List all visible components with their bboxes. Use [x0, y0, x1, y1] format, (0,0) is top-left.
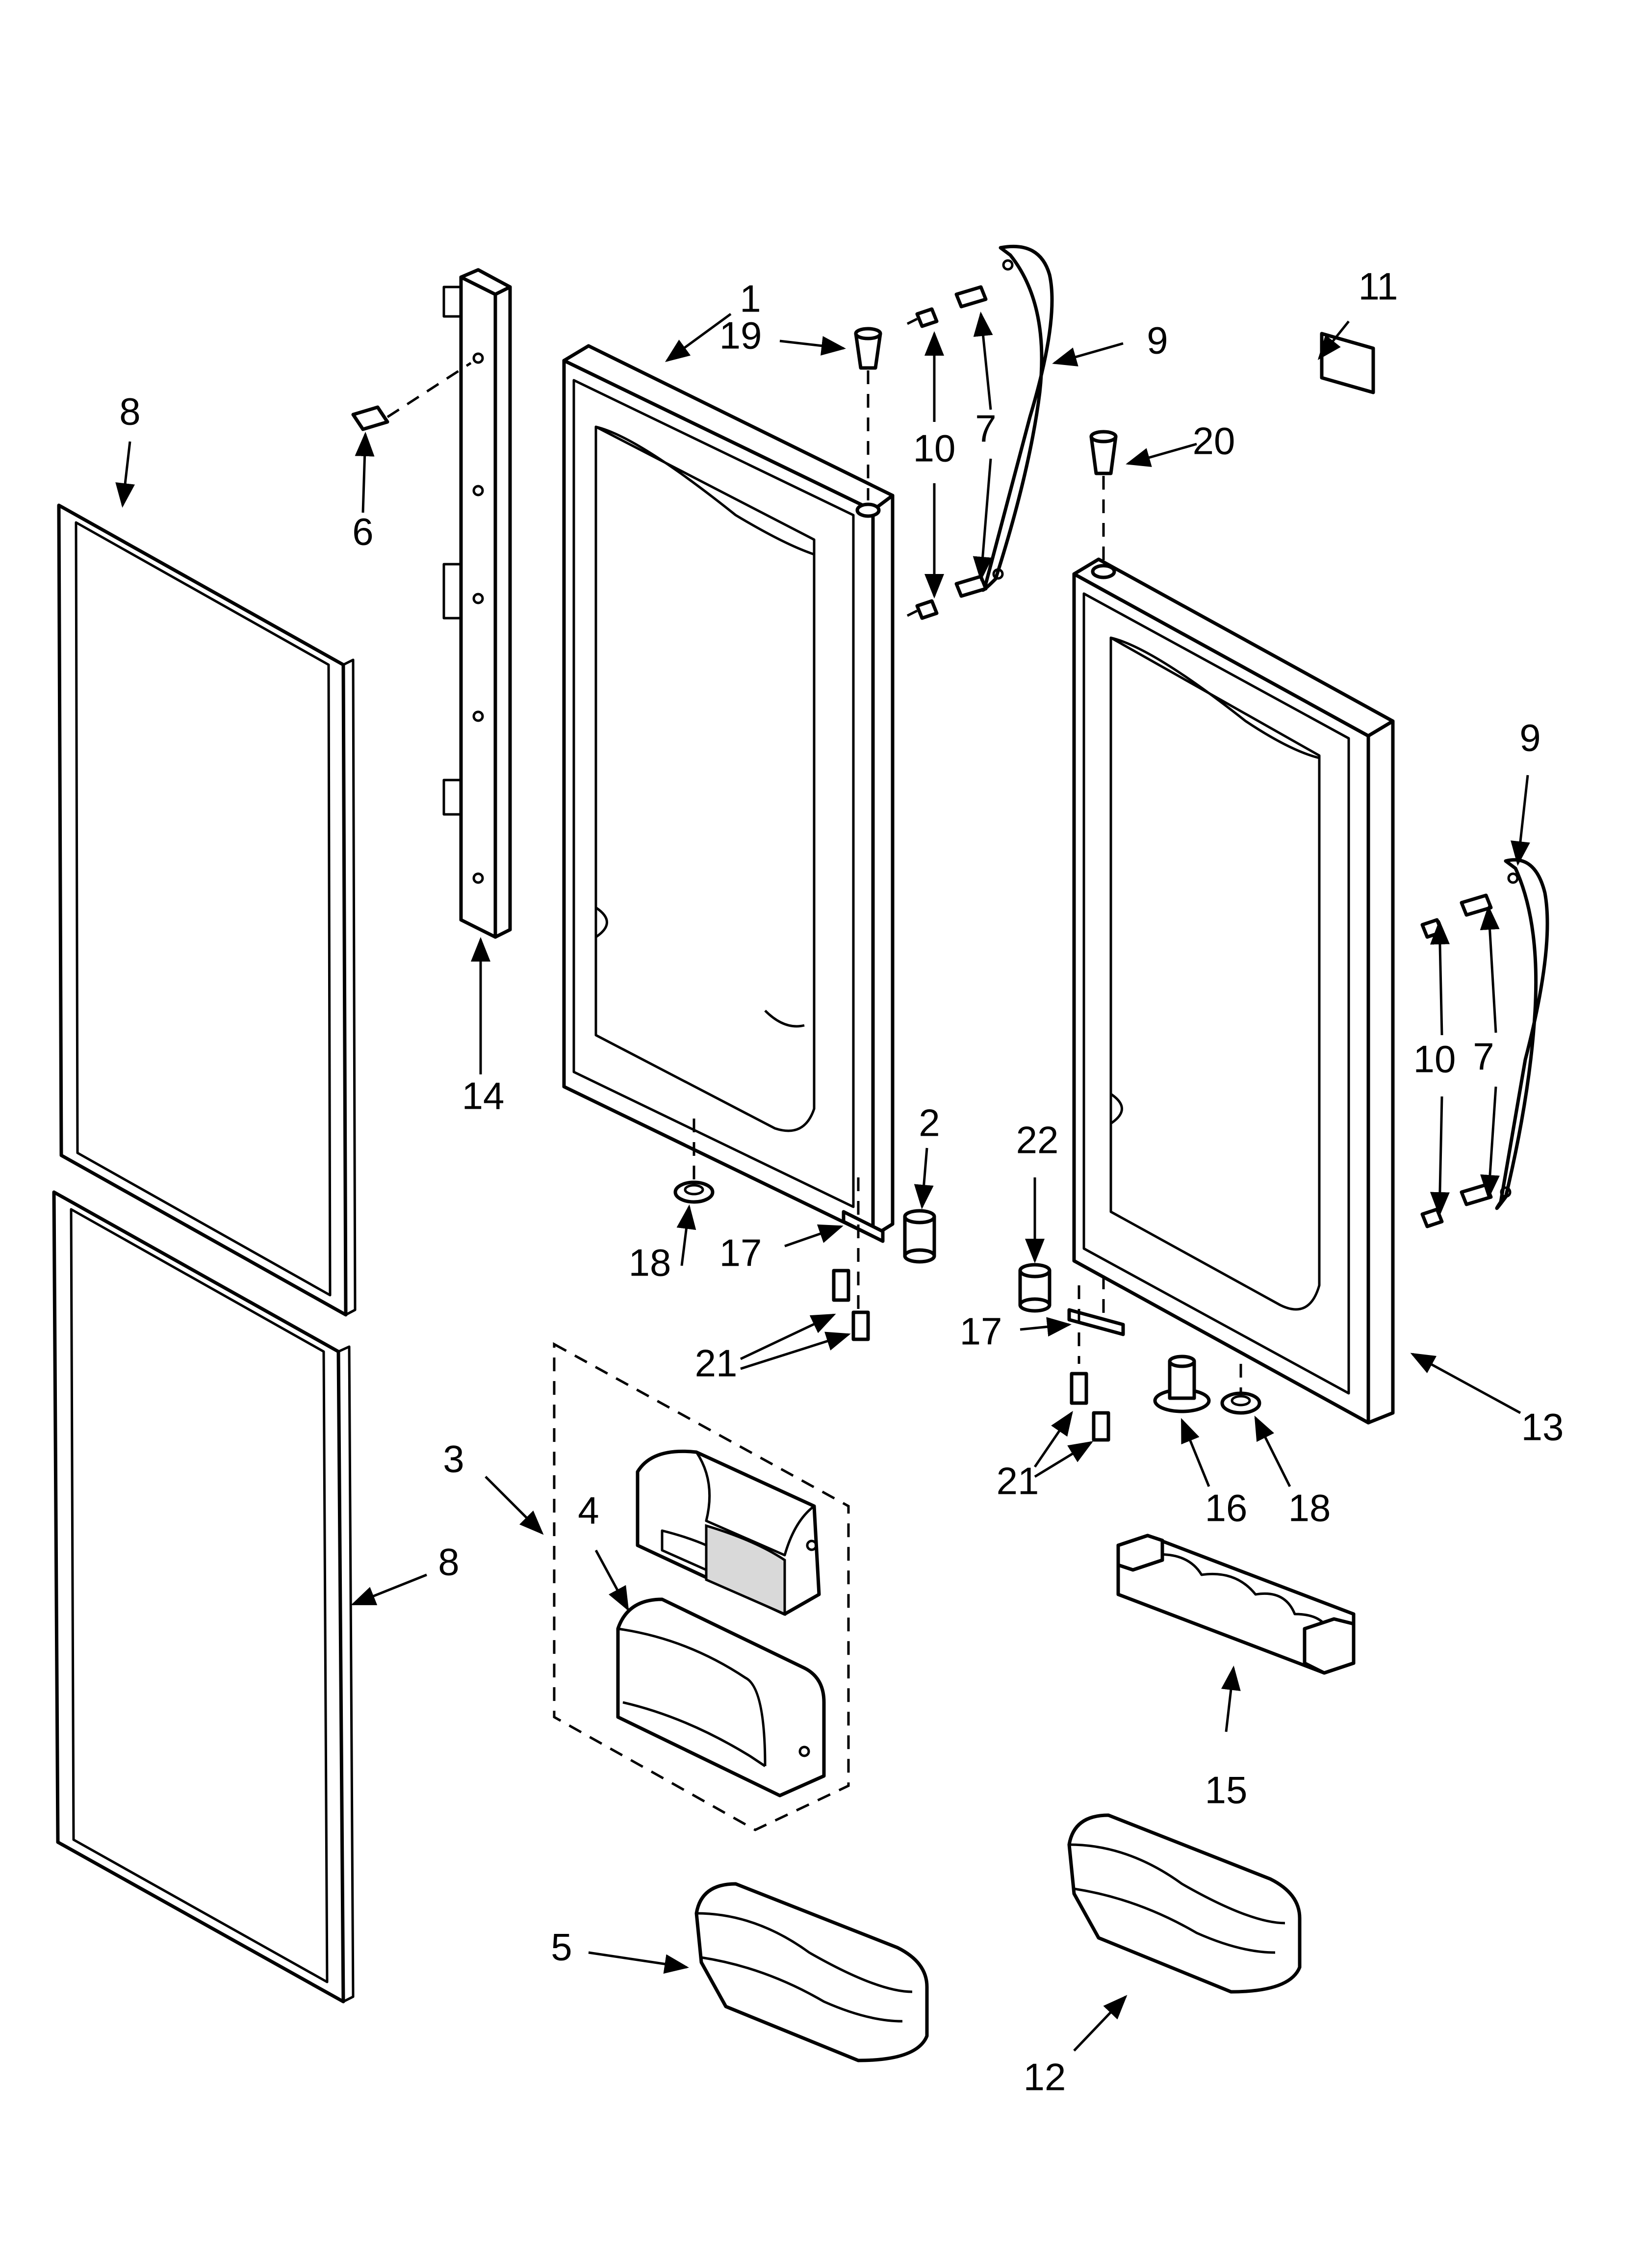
callout-17-right: 17 — [960, 1310, 1002, 1353]
hinge-cover-strip — [442, 268, 512, 939]
callout-10-lower: 10 — [1413, 1038, 1456, 1081]
hinge-bracket-17-left — [842, 1177, 885, 1325]
dairy-door-assembly-outline — [553, 1342, 850, 1831]
callout-9-lower: 9 — [1519, 716, 1540, 759]
hinge-bracket-17-right — [1067, 1276, 1125, 1364]
callout-19: 19 — [719, 314, 762, 357]
callout-3: 3 — [443, 1437, 464, 1481]
callout-10-upper: 10 — [913, 427, 956, 470]
callout-17-left: 17 — [719, 1231, 762, 1275]
label-11 — [1320, 332, 1375, 394]
callout-7-upper: 7 — [975, 407, 996, 450]
door-bin-12 — [1067, 1813, 1302, 1994]
screw-6 — [351, 362, 472, 431]
callout-22: 22 — [1016, 1119, 1059, 1162]
callout-8-upper: 8 — [119, 390, 140, 433]
upper-door-gasket — [57, 503, 357, 1317]
screws-21-right — [1070, 1372, 1110, 1442]
callout-20: 20 — [1193, 419, 1235, 463]
door-bin-5 — [694, 1882, 929, 2062]
lower-door-gasket — [52, 1190, 355, 2004]
callout-6: 6 — [352, 510, 373, 553]
bushing-22 — [1018, 1263, 1052, 1313]
callout-1: 1 — [740, 277, 761, 320]
left-door — [562, 344, 895, 1238]
hinge-pin-16 — [1153, 1355, 1211, 1413]
callout-8-lower: 8 — [438, 1540, 459, 1584]
upper-door-handle — [980, 244, 1054, 592]
door-cap-18-left — [673, 1119, 715, 1204]
leader-lines — [115, 312, 1530, 2052]
callout-15: 15 — [1205, 1769, 1248, 1812]
egg-tray-15 — [1116, 1534, 1356, 1675]
right-door — [1072, 557, 1395, 1425]
callout-11: 11 — [1359, 265, 1398, 308]
screws-21-left — [832, 1269, 870, 1341]
upper-handle-fasteners — [906, 285, 988, 620]
callout-21-right: 21 — [997, 1460, 1039, 1503]
callout-12: 12 — [1024, 2056, 1066, 2099]
door-cap-18-right — [1220, 1364, 1261, 1415]
lower-door-handle — [1495, 858, 1549, 1210]
callout-9-upper: 9 — [1147, 319, 1168, 362]
door-plug-20 — [1089, 430, 1118, 564]
callout-13: 13 — [1521, 1406, 1564, 1449]
dairy-bin-4 — [616, 1597, 826, 1798]
callout-18-right: 18 — [1288, 1486, 1331, 1530]
callout-7-lower: 7 — [1473, 1035, 1494, 1078]
door-plug-19 — [854, 327, 882, 500]
dairy-door-cover — [636, 1449, 821, 1616]
callout-4: 4 — [578, 1489, 599, 1532]
callout-14: 14 — [462, 1074, 505, 1118]
bushing-2 — [903, 1209, 936, 1264]
callout-18-left: 18 — [629, 1241, 671, 1284]
callout-16: 16 — [1205, 1486, 1248, 1530]
callout-21-left: 21 — [695, 1342, 738, 1385]
callout-5: 5 — [551, 1926, 572, 1969]
callout-labels: 1 2 3 4 5 6 7 7 8 8 9 9 10 10 11 12 13 1… — [119, 265, 1564, 2099]
callout-2: 2 — [919, 1101, 940, 1145]
